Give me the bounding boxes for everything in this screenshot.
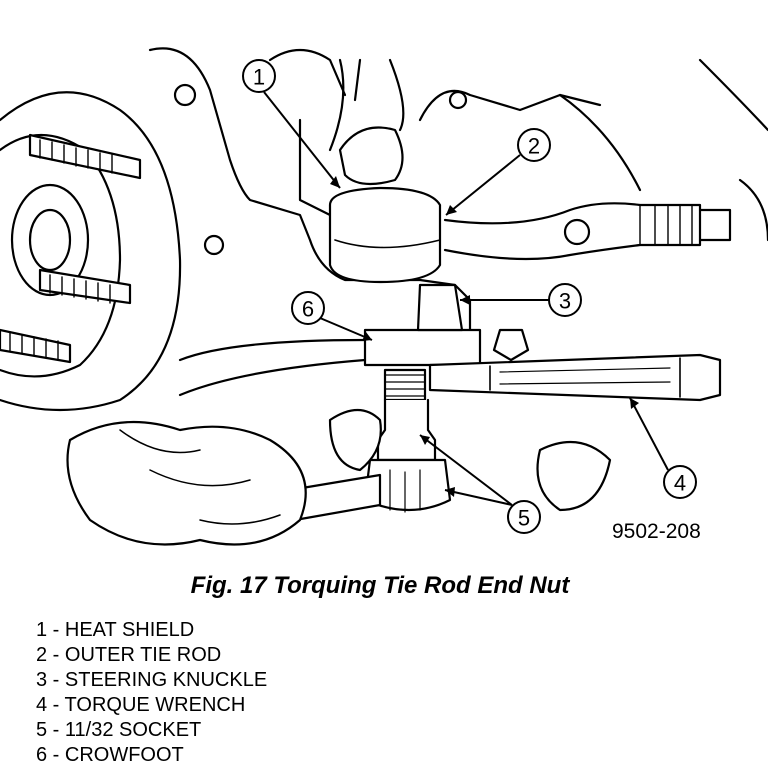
hub-rotor-drawing [0,91,182,412]
callout-number-2: 2 [528,134,540,159]
legend-item: 2 - OUTER TIE ROD [36,644,222,666]
figure-code: 9502-208 [612,520,701,543]
callout-number-1: 1 [253,65,265,90]
legend-item: 6 - CROWFOOT [36,744,184,766]
callout-circle-1 [242,59,276,93]
leader-line-6 [319,317,373,341]
heat-shield-drawing [328,58,442,284]
callout-number-6: 6 [302,297,314,322]
leader-line-1 [263,91,341,189]
callout-number-3: 3 [559,289,571,314]
outer-tie-rod-drawing [443,202,732,261]
callout-circle-2 [517,128,551,162]
legend-item: 4 - TORQUE WRENCH [36,694,246,716]
technical-illustration: 1 2 3 4 5 6 [0,47,768,546]
legend-item: 1 - HEAT SHIELD [36,619,195,641]
hand-drawing [66,408,612,546]
callout-circle-4 [663,465,697,499]
legend-item: 5 - 11/32 SOCKET [36,719,202,741]
leader-line-5 [419,434,513,506]
callout-number-4: 4 [674,471,686,496]
legend-item: 3 - STEERING KNUCKLE [36,669,268,691]
callout-circle-5 [507,500,541,534]
figure-caption: Fig. 17 Torquing Tie Rod End Nut [190,572,570,599]
leader-line-4 [629,397,669,471]
socket-drawing [288,368,452,522]
callout-number-5: 5 [518,506,530,531]
callout-circle-6 [291,291,325,325]
legend-list: 1 - HEAT SHIELD 2 - OUTER TIE ROD 3 - ST… [36,618,267,768]
torque-wrench-drawing [428,353,722,402]
leader-line-2 [445,154,521,216]
